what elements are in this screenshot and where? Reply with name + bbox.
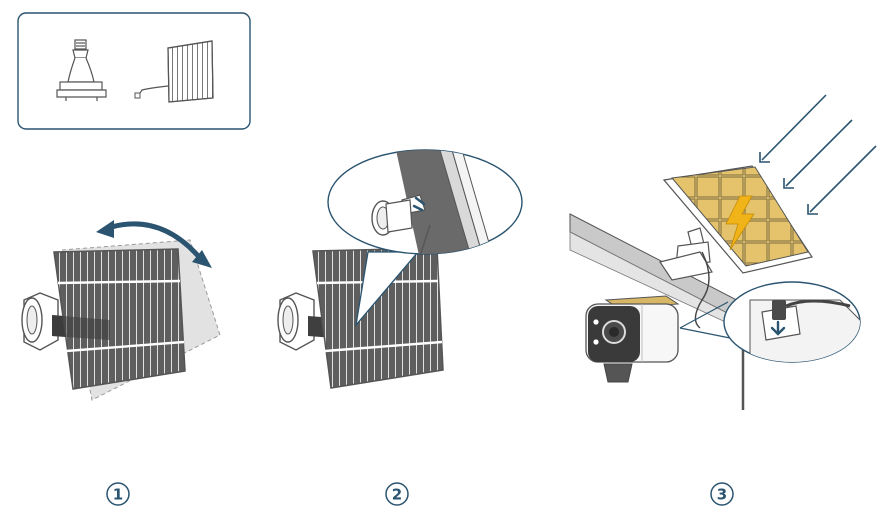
sunlight-icon xyxy=(759,94,877,215)
parts-box xyxy=(17,12,251,130)
mount-bracket xyxy=(659,227,713,281)
mount-bracket-icon xyxy=(56,39,107,101)
rotate-arrow-icon xyxy=(96,220,212,268)
svg-text:3: 3 xyxy=(717,486,727,504)
solar-panel-icon xyxy=(134,40,214,103)
step-number-2: 2 xyxy=(385,482,409,506)
svg-text:2: 2 xyxy=(392,486,402,504)
step-1-illustration xyxy=(21,220,221,401)
step-2-illustration xyxy=(277,149,523,389)
svg-text:1: 1 xyxy=(113,486,123,504)
step-3-illustration xyxy=(569,94,877,410)
step-number-3: 3 xyxy=(710,482,734,506)
step-number-1: 1 xyxy=(106,482,130,506)
lightning-bolt-icon xyxy=(725,195,755,251)
camera xyxy=(585,295,680,383)
zoom-callout-icon xyxy=(327,149,523,255)
solar-panel xyxy=(662,165,813,274)
solar-panel xyxy=(53,248,186,390)
